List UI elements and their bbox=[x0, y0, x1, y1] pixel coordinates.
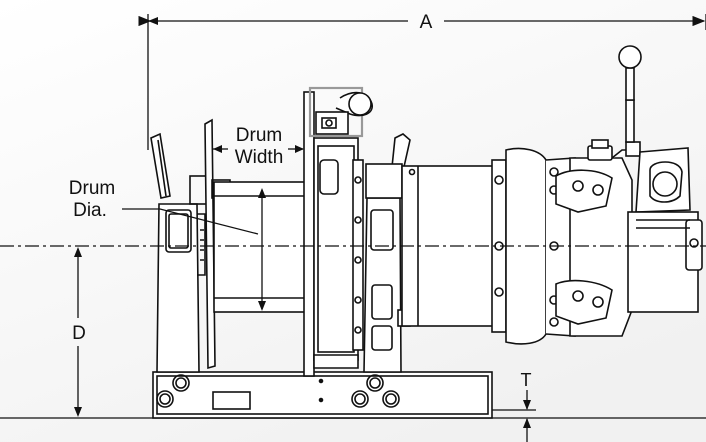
air-motor bbox=[555, 139, 640, 337]
dimension-drum-dia bbox=[122, 188, 266, 311]
label-a: A bbox=[420, 12, 433, 33]
control-lever-knob bbox=[618, 45, 642, 101]
label-drum-dia-line1: Drum bbox=[69, 178, 115, 199]
label-t: T bbox=[521, 370, 532, 390]
dimension-drum-width bbox=[213, 145, 304, 153]
brake-lever bbox=[308, 86, 373, 138]
label-drum-width-line2: Width bbox=[235, 147, 284, 168]
label-drum-dia-line2: Dia. bbox=[73, 200, 107, 221]
dimension-t bbox=[492, 390, 536, 442]
dimension-d bbox=[74, 247, 82, 417]
control-valve bbox=[625, 99, 703, 313]
label-drum-width-line1: Drum bbox=[236, 125, 282, 146]
right-upright bbox=[363, 133, 411, 373]
base-frame bbox=[152, 371, 493, 419]
label-d: D bbox=[72, 323, 86, 344]
dimension-a bbox=[138, 14, 706, 150]
